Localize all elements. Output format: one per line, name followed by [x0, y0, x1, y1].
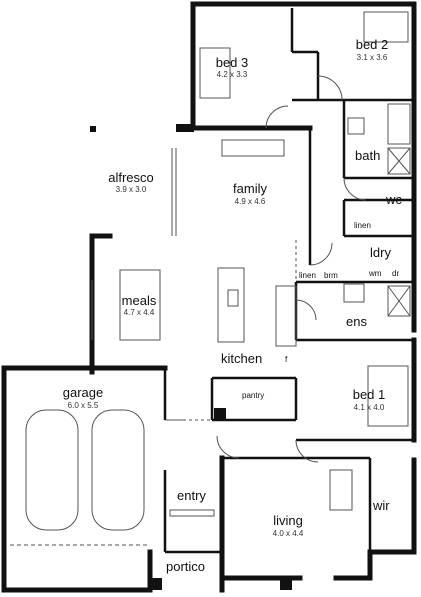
room-label-ldry: ldry: [370, 245, 391, 260]
room-label-garage: garage: [62, 385, 104, 400]
room-label-ens: ens: [346, 314, 367, 329]
fixtures: [10, 11, 411, 546]
room-label-bed-1: bed 1: [352, 387, 386, 402]
internal-walls: [163, 8, 414, 554]
appliance-label-wm: wm: [369, 269, 382, 278]
room-size-bed-1: 4.1 x 4.0: [353, 403, 385, 412]
wall-blocks: [90, 124, 292, 590]
room-label-alfresco: alfresco: [108, 170, 154, 185]
room-size-bed-2: 3.1 x 3.6: [356, 53, 388, 62]
room-label-brm: brm: [324, 271, 338, 280]
room-size-meals: 4.7 x 4.4: [123, 308, 155, 317]
room-label-living: living: [273, 513, 303, 528]
room-size-bed-3: 4.2 x 3.3: [216, 70, 248, 79]
room-label-linen-hall: linen: [354, 221, 371, 230]
room-label-portico: portico: [166, 559, 206, 574]
room-label-pantry: pantry: [242, 391, 265, 400]
room-label-meals: meals: [121, 293, 157, 308]
room-label-kitchen: kitchen: [221, 351, 263, 366]
room-size-living: 4.0 x 4.4: [272, 529, 304, 538]
room-label-wir: wir: [373, 498, 390, 513]
external-walls: [1, 1, 417, 593]
room-label-wc: wc: [386, 192, 402, 207]
room-size-alfresco: 3.9 x 3.0: [115, 185, 147, 194]
room-size-garage: 6.0 x 5.5: [67, 401, 99, 410]
room-label-bed-2: bed 2: [355, 37, 389, 52]
room-label-family: family: [233, 181, 267, 196]
room-size-family: 4.9 x 4.6: [234, 197, 266, 206]
appliance-label-dr: dr: [392, 269, 400, 278]
room-label-entry: entry: [177, 488, 206, 503]
appliance-label-fridge: f: [285, 355, 288, 364]
room-label-bed-3: bed 3: [215, 55, 249, 70]
room-label-linen-ldry: linen: [299, 271, 316, 280]
room-label-bath: bath: [355, 148, 381, 163]
